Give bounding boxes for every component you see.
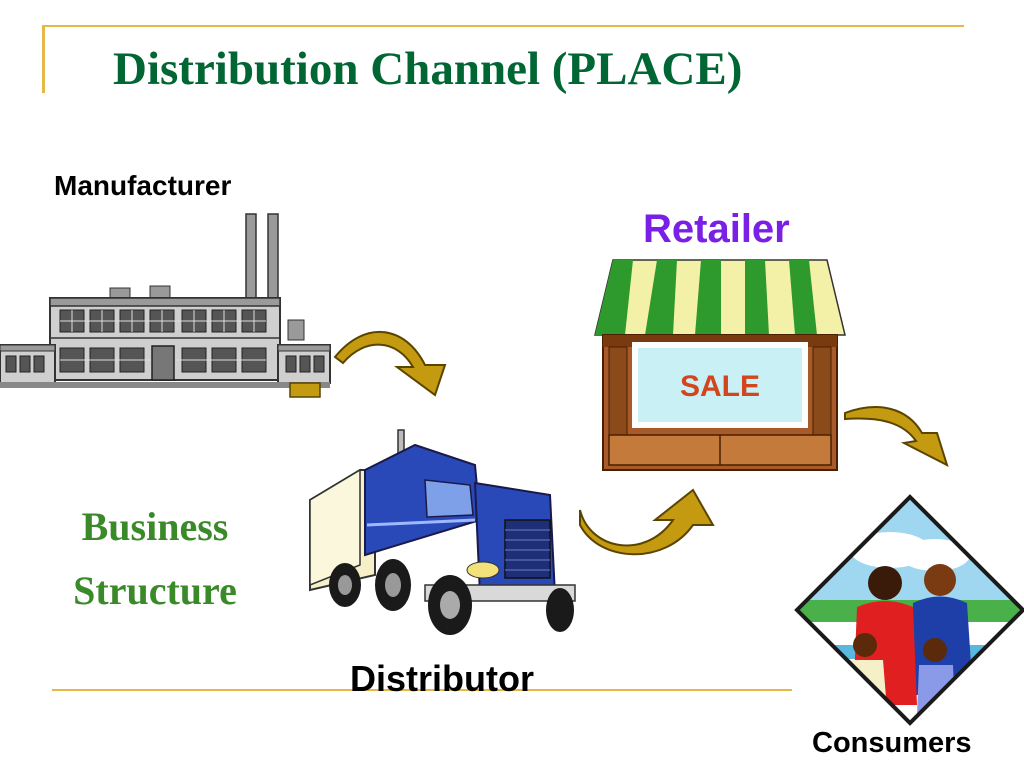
arrow-retailer-to-consumers [844, 406, 949, 467]
retailer-label: Retailer [643, 207, 790, 251]
manufacturer-label: Manufacturer [54, 170, 232, 201]
truck-icon [309, 429, 576, 635]
consumers-label: Consumers [812, 727, 972, 759]
consumers-icon [794, 494, 1024, 726]
factory-icon [0, 213, 331, 388]
store-icon: SALE [594, 259, 846, 471]
distributor-label: Distributor [350, 658, 534, 699]
bottom-rule [52, 689, 792, 691]
arrow-manufacturer-to-distributor [289, 331, 447, 398]
business-structure-line2: Structure [73, 568, 237, 613]
business-structure-label: Business Structure [50, 495, 260, 623]
store-sign-text: SALE [680, 370, 760, 403]
slide-title: Distribution Channel (PLACE) [113, 43, 743, 95]
title-rule-vertical [42, 25, 45, 93]
arrow-distributor-to-retailer [579, 488, 715, 556]
title-rule-horizontal [42, 25, 964, 27]
business-structure-line1: Business [81, 504, 229, 549]
